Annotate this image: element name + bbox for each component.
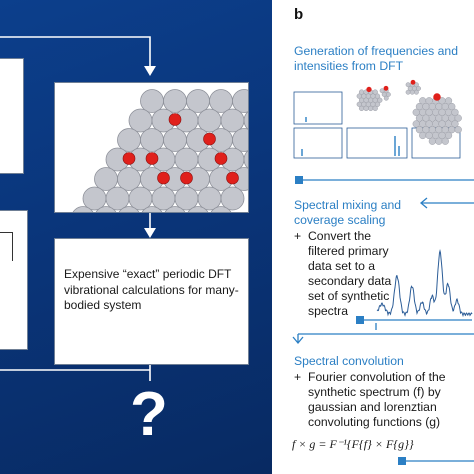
lattice-atom [128,186,153,211]
cluster-atom [372,105,378,112]
section-title-mixing: Spectral mixing and coverage scaling [294,198,402,227]
cluster-atom [405,89,411,95]
lattice-atom [163,89,187,113]
adsorbate-atom [214,152,228,165]
cluster-atom [358,105,365,112]
cluster-atom [414,89,419,95]
cluster-atom [444,97,453,105]
cluster-atom [451,108,459,116]
lattice-image-box [54,82,272,230]
cluster-atom [448,102,456,111]
cluster-adsorbate [410,79,416,85]
cluster-atom [372,89,378,95]
lattice-atom [105,186,130,211]
cluster-atom [454,114,462,122]
right-panel: b Generation of frequencies and intensit… [272,0,474,474]
arrow-head-section3 [292,336,304,345]
adsorbate-atom [122,152,136,165]
cluster-atom [444,131,453,140]
lattice-atom [128,108,153,133]
lattice-atom [186,89,210,113]
adsorbate-atom [180,171,193,185]
left-partial-box-bottom [0,210,28,350]
timeline-node-3 [398,457,406,465]
left-panel: Expensive “exact” periodic DFT vibration… [0,0,272,474]
question-mark: ? [130,380,168,449]
lattice-atom [197,186,222,211]
left-partial-line [0,232,13,261]
cluster-atom [377,97,383,103]
cluster-small [356,86,383,112]
nanoparticle-clusters [356,79,462,145]
convolution-formula: f × g = F⁻¹{F{f} × F{g}} [292,437,414,451]
cluster-adsorbate [383,85,389,91]
lattice-atom [140,128,164,152]
cluster-atom [363,105,369,112]
cluster-adsorbate [366,86,372,93]
lattice-atom [174,147,199,172]
lattice-atom [82,186,107,211]
section-title-convolution: Spectral convolution [294,354,404,368]
lattice-atom [94,167,118,191]
cluster-atom [419,131,427,140]
cluster-atom [383,95,389,101]
lattice-atom [174,186,199,211]
text-convolution: Fourier convolution of the synthetic spe… [308,370,446,429]
lattice-atom [220,108,245,133]
adsorbate-atom [168,113,182,126]
lattice-atom [197,108,222,133]
slab-lattice-illustration [71,89,272,230]
bullet-mixing: + [294,229,302,243]
lattice-atom [220,186,245,211]
arrow-head-middle [144,228,156,238]
spectrum-box-1 [293,91,343,125]
cluster-atom [454,126,462,134]
flow-arrows [0,0,272,474]
cluster-atom [374,101,381,107]
section-title-generation: Generation of frequencies and intensitie… [294,44,458,73]
adsorbate-atom [157,171,170,185]
text-mixing: Convert the filtered primary data set to… [308,229,392,318]
cluster-adsorbate [433,93,441,101]
cluster-tiny-2 [405,79,421,95]
bullet-convolution: + [294,370,302,384]
cluster-atom [435,137,443,145]
timeline-node-2 [356,316,364,324]
arrow-head-top [144,66,156,76]
adsorbate-atom [226,171,239,185]
synthetic-spectrum-plot [376,249,473,318]
panel-label: b [294,6,304,23]
timeline-node-1 [295,176,303,184]
dft-calculation-text: Expensive “exact” periodic DFT vibration… [64,267,239,312]
spectrum-box-3 [346,127,408,159]
cluster-atom [414,82,419,88]
lattice-atom [117,167,141,191]
dft-calculation-box: Expensive “exact” periodic DFT vibration… [54,238,249,365]
arrow-head-section2 [419,197,428,209]
cluster-large [412,93,462,145]
left-partial-box-top [0,58,24,174]
cluster-atom [374,93,381,99]
cluster-atom [441,137,449,145]
lattice-atom [151,186,176,211]
cluster-atom [385,92,391,97]
cluster-atom [451,120,459,128]
adsorbate-atom [203,132,216,146]
adsorbate-atom [145,152,159,165]
cluster-atom [428,137,436,145]
lattice-atom [117,128,141,152]
lattice-atom [140,89,164,113]
cluster-atom [416,86,421,91]
cluster-tiny-1 [379,85,391,101]
lattice-atom [163,128,187,152]
cluster-atom [368,105,374,112]
right-panel-graphics [292,79,474,465]
cluster-atom [409,89,415,95]
spectrum-box-2 [293,127,343,159]
lattice-atom [209,89,233,113]
